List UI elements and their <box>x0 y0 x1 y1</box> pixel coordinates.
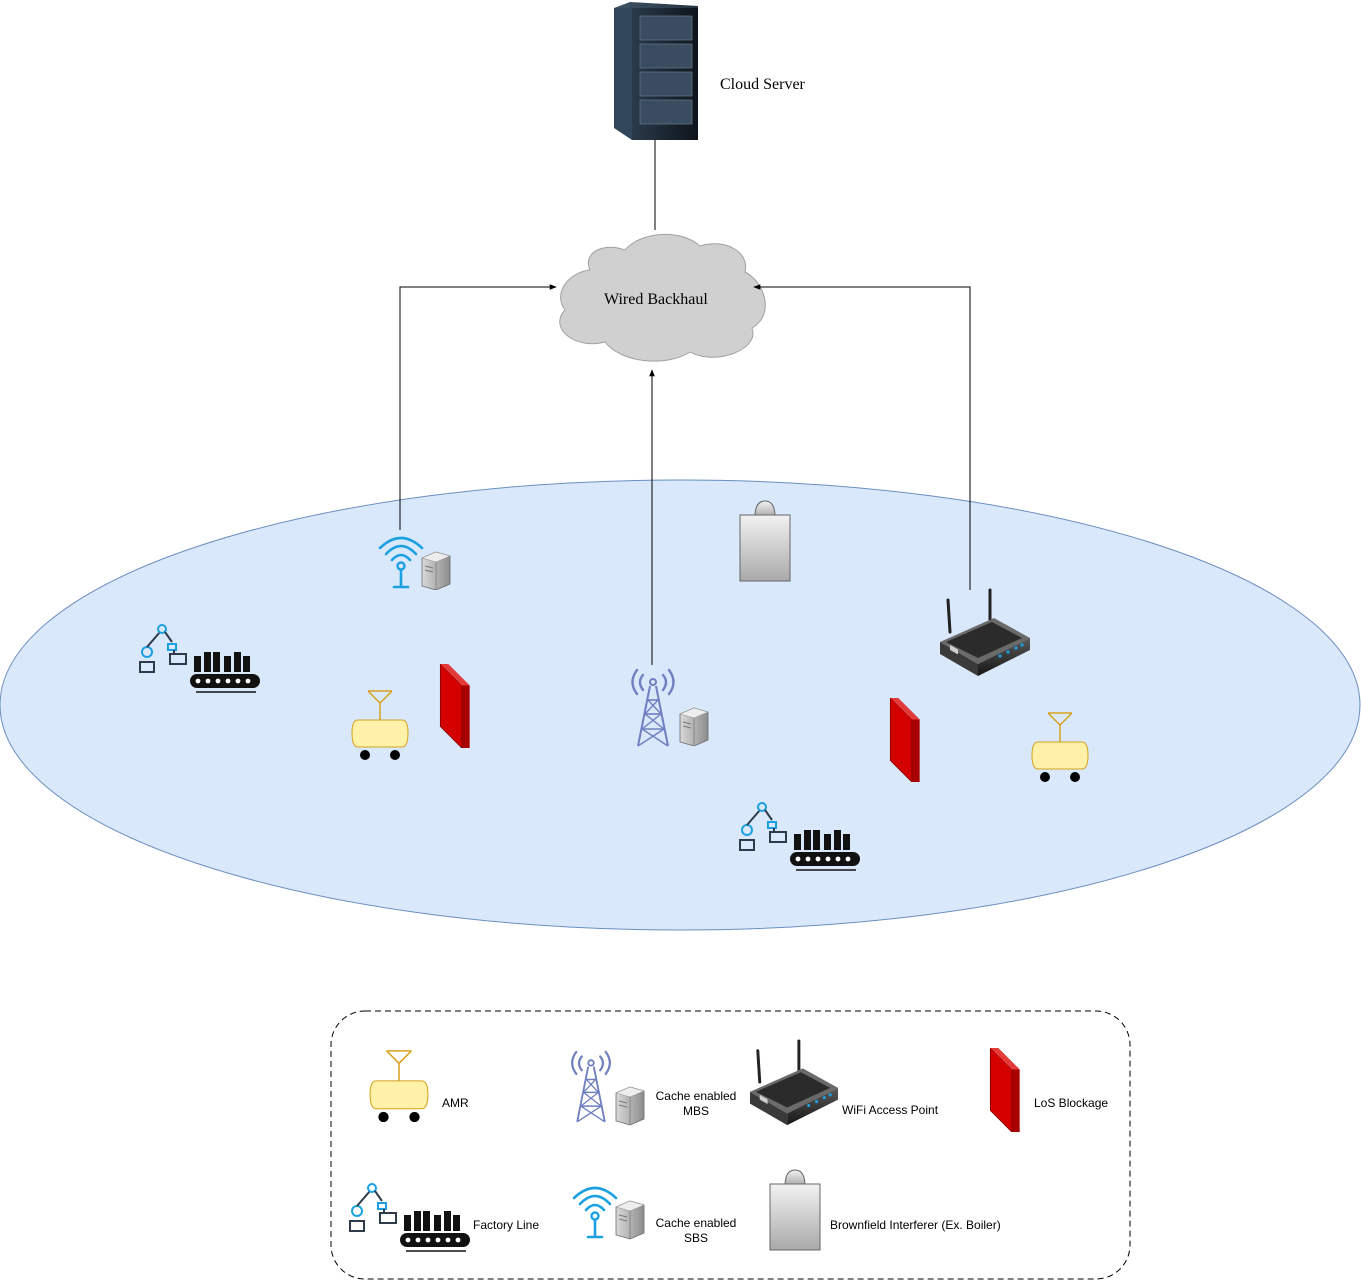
legend-sbs-cache-icon <box>615 1200 645 1240</box>
legend-mbs-cache-icon <box>615 1086 645 1126</box>
backhaul-cloud <box>559 233 766 362</box>
cloud-server-icon <box>614 2 698 140</box>
legend-label-sbs-line1: Cache enabled <box>655 1216 737 1230</box>
legend-sbs-antenna-icon <box>572 1186 618 1239</box>
legend-amr-icon <box>369 1050 429 1122</box>
mbs-cache-icon <box>679 707 709 746</box>
legend-wifi-router-icon <box>748 1039 840 1127</box>
legend-label-sbs: Cache enabled SBS <box>648 1216 744 1246</box>
legend-label-sbs-line2: SBS <box>683 1231 708 1245</box>
sbs-uplink <box>399 284 557 530</box>
legend-label-boiler: Brownfield Interferer (Ex. Boiler) <box>830 1218 1001 1232</box>
legend-label-blockage: LoS Blockage <box>1034 1096 1109 1110</box>
coverage-area <box>0 479 1361 931</box>
legend-label-mbs-line1: Cache enabled <box>655 1089 737 1103</box>
legend-blockage-icon <box>989 1048 1021 1132</box>
legend-boiler-icon <box>769 1169 821 1251</box>
legend-label-amr: AMR <box>442 1096 469 1110</box>
legend-factory-line-icon <box>348 1182 472 1253</box>
backhaul-label: Wired Backhaul <box>604 291 708 308</box>
legend-mbs-tower-icon <box>570 1050 612 1123</box>
wifi-uplink <box>753 284 971 590</box>
legend-label-mbs: Cache enabled MBS <box>648 1089 744 1119</box>
legend-label-factory: Factory Line <box>473 1218 540 1232</box>
legend-label-mbs-line2: MBS <box>682 1104 709 1118</box>
sbs-cache-icon <box>421 551 451 590</box>
legend-label-wifi: WiFi Access Point <box>842 1103 939 1117</box>
legend-box <box>330 1010 1131 1280</box>
cloud-server-label: Cloud Server <box>720 76 805 93</box>
